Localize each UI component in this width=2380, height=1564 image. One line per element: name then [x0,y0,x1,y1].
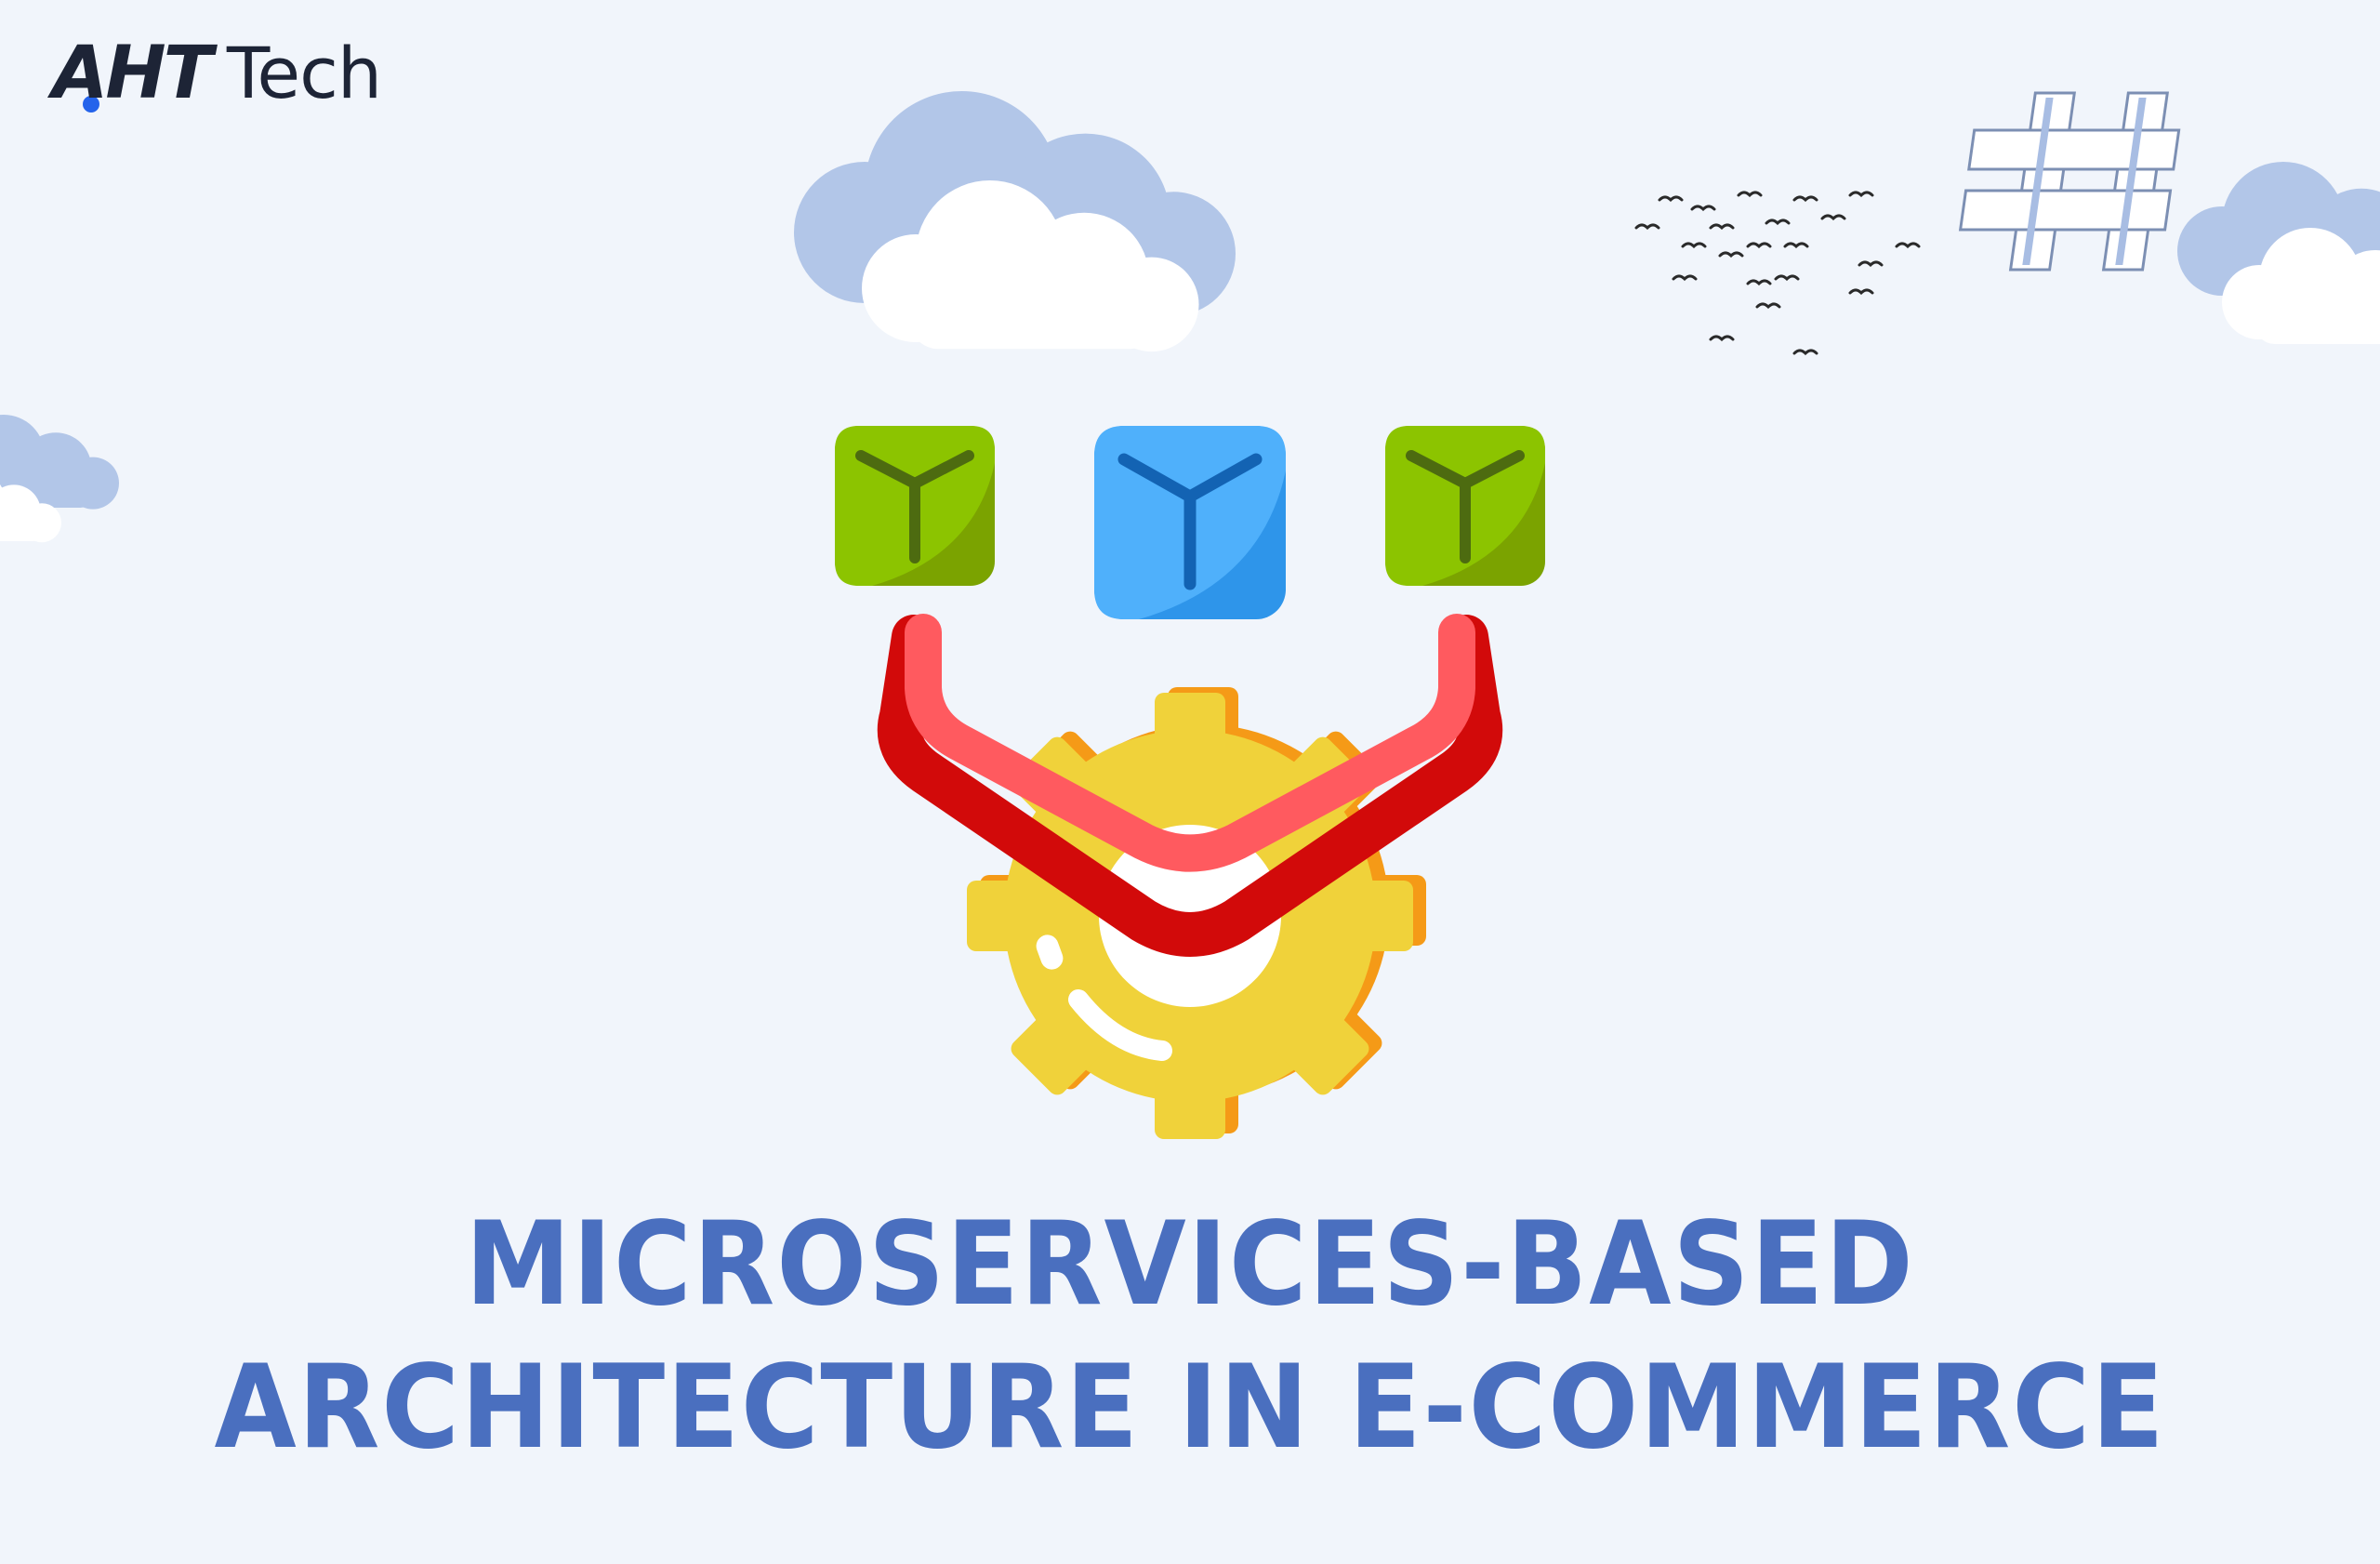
cube-icon [835,426,995,586]
headline-line-1: MICROSERVICES-BASED [465,1198,1915,1332]
cube-icon [1385,426,1545,586]
headline-line-2: ARCHITECTURE IN E-COMMERCE [214,1341,2166,1475]
logo-dot [83,96,99,113]
birds-flock [1634,191,1921,355]
cube-icon [1094,426,1286,619]
brand-name: Tech [226,32,382,114]
brand-mark: AHT [52,32,213,115]
cloud-icon [794,90,1236,352]
brand-logo[interactable]: AHT Tech [52,32,382,115]
cloud-icon [2177,162,2380,346]
cloud-icon [0,415,119,543]
hashtag-icon [1958,91,2181,272]
connector-icon [877,614,1503,957]
